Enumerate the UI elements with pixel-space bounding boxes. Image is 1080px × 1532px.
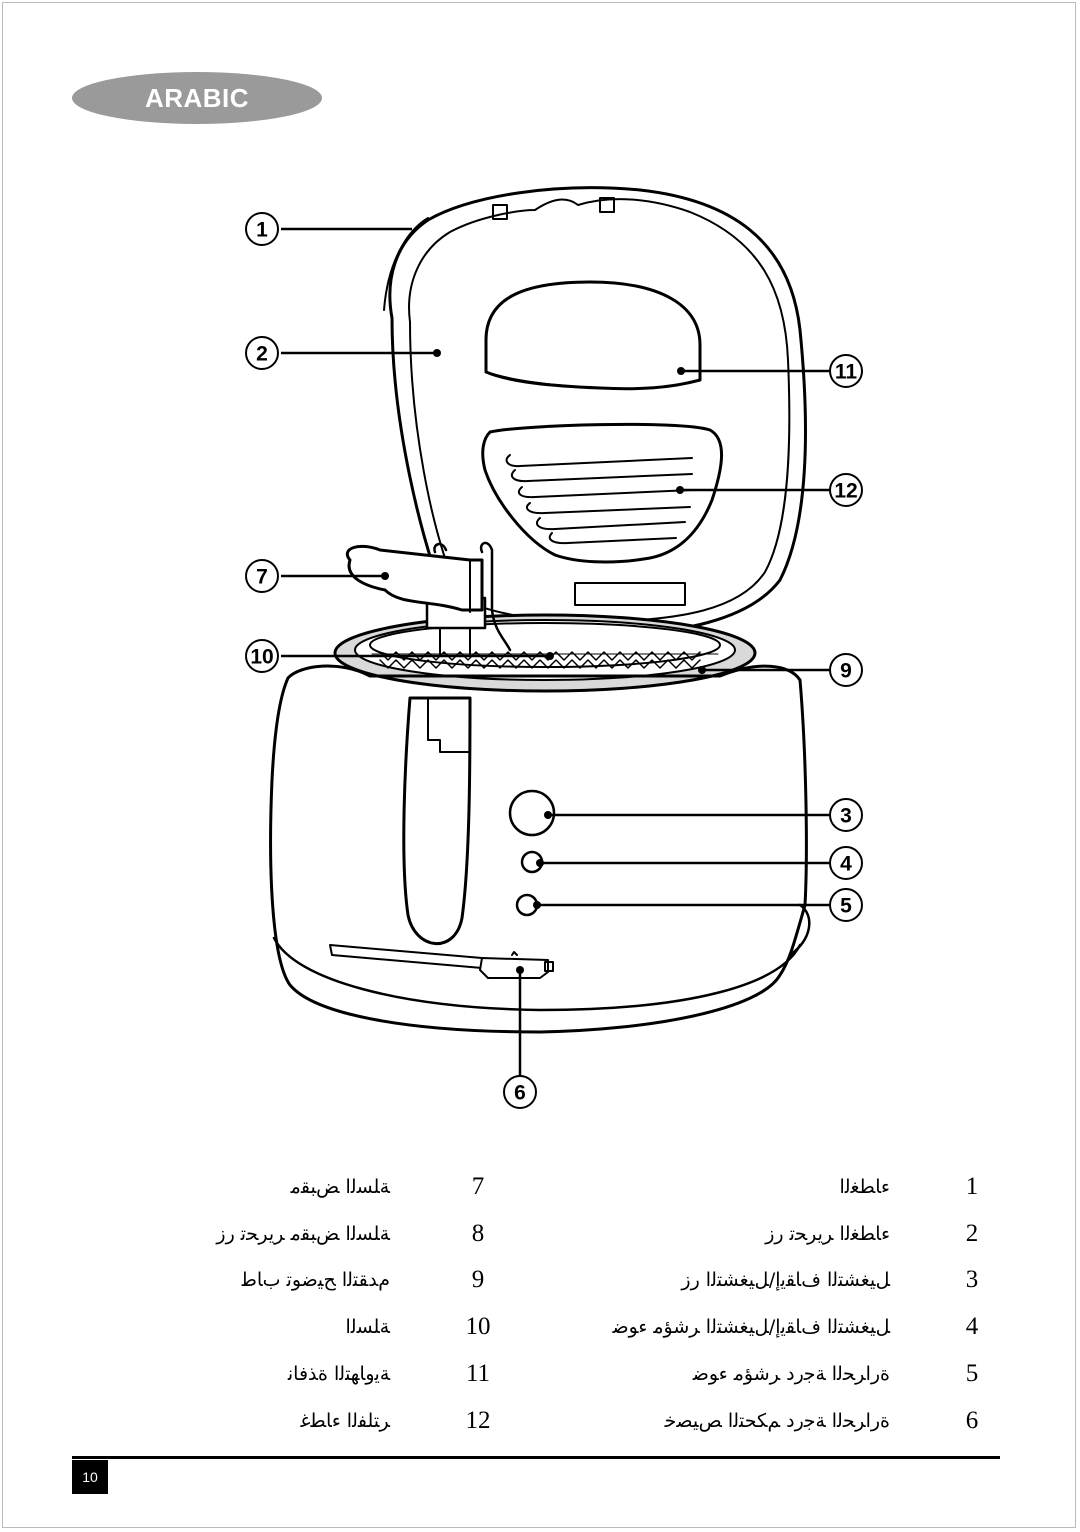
language-label: ARABIC [144,82,250,113]
callout-7 [245,559,279,593]
legend-item-7: ﺔﻠﺴﻟا ﺾﺒﻘﻣ 7 [290,1173,485,1200]
callout-label-12: 12 [834,480,857,503]
callout-label-1: 2 [256,343,268,366]
basket-handle-wire [479,541,512,652]
callout-label-4: 4 [840,853,852,876]
legend-item-2: ءﺎﻄﻐﻟا ﺮﻳﺮﺤﺗ رز 2 [765,1220,979,1247]
legend-item-3: ﻞﻴﻐﺸﺘﻟا فﺎﻘﻳإ/ﻞﻴﻐﺸﺘﻟا رز 3 [681,1266,979,1293]
callout-4 [829,846,863,880]
callout-label-5: 5 [840,895,852,918]
callout-10 [245,639,279,673]
callout-3 [829,798,863,832]
page-number: 10 [72,1460,108,1494]
callout-label-2: 1 [256,219,268,242]
callout-1 [245,336,279,370]
footer-rule [72,1456,1000,1459]
callout-5 [829,888,863,922]
callout-label-3: 3 [840,805,852,828]
callout-label-9: 9 [840,660,852,683]
legend-item-6: ةراﺮﺤﻟا ﺔﺟرد ﻢﻜﺤﺘﻟا ﺺﻴﺼﺧ 6 [664,1407,979,1434]
legend-item-1: ءﺎﻄﻐﻟا 1 [839,1173,979,1200]
legend-item-10: ﺔﻠﺴﻟا 10 [345,1313,491,1340]
callout-6 [503,1075,537,1109]
callout-2 [245,212,279,246]
on-off-button [508,789,556,837]
language-badge: ARABIC [72,72,322,124]
callout-label-7: 7 [256,566,268,589]
callout-label-6: 6 [514,1082,526,1105]
callout-label-10: 10 [250,646,273,669]
basket-handle [346,544,484,612]
callout-11 [829,354,863,388]
legend-item-12: ﺮﺘﻠﻔﻟا ءﺎﻄﻏ 12 [300,1407,491,1434]
temperature-knob [479,957,549,979]
fryer-body [269,664,808,1034]
callout-label-11: 11 [835,361,858,384]
legend-item-11: ﺔﻳوﺎﻬﺘﻟا ةﺬﻓﺎﻧ 11 [287,1360,491,1387]
legend-item-8: ﺔﻠﺴﻟا ﺾﺒﻘﻣ ﺮﻳﺮﺤﺗ رز 8 [216,1220,485,1247]
legend-item-5: ةراﺮﺤﻟا ﺔﺟرد ﺮﺷﺆﻣ ءﻮﺿ 5 [692,1360,979,1387]
callout-9 [829,653,863,687]
temperature-slider-track [329,944,483,969]
legend-item-4: ﻞﻴﻐﺸﺘﻟا فﺎﻘﻳإ/ﻞﻴﻐﺸﺘﻟا ﺮﺷﺆﻣ ءﻮﺿ 4 [612,1313,979,1340]
callout-12 [829,473,863,507]
viewing-window [484,280,702,391]
legend-item-9: مﺪﻘﺘﻟا ﺢﻴﺿﻮﺗ بﺎﻃ 9 [241,1266,485,1293]
filter-cover [481,422,723,564]
